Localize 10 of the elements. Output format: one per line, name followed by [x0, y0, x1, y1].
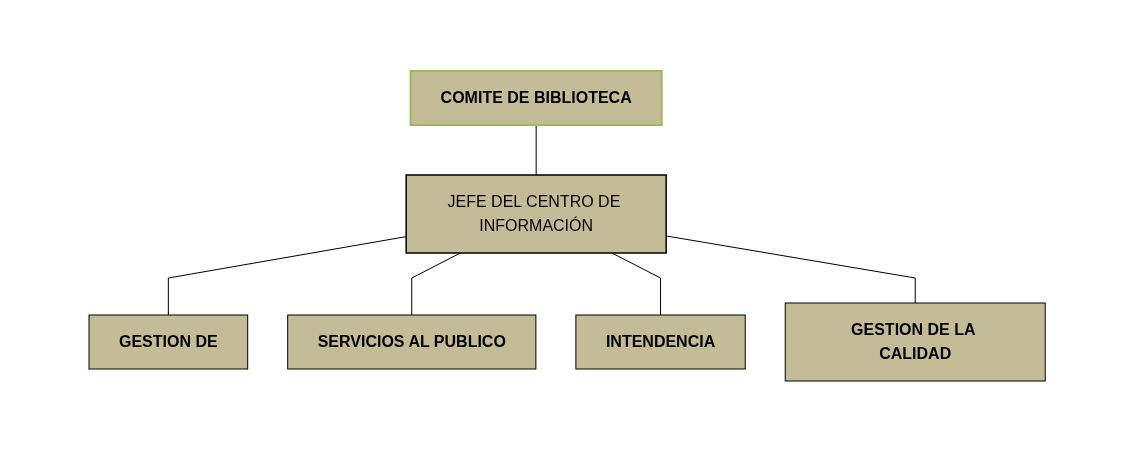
- node-box: GESTION DE: [88, 314, 249, 369]
- connector: [411, 252, 462, 315]
- connector: [666, 234, 917, 303]
- node-box: INTENDENCIA: [575, 314, 747, 369]
- connector: [611, 252, 662, 315]
- node-box: GESTION DE LA CALIDAD: [785, 302, 1047, 381]
- connector: [536, 124, 538, 175]
- node-box: SERVICIOS AL PUBLICO: [287, 314, 537, 369]
- node-box: JEFE DEL CENTRO DE INFORMACIÓN: [405, 173, 668, 254]
- node-box: COMITE DE BIBLIOTECA: [410, 69, 664, 126]
